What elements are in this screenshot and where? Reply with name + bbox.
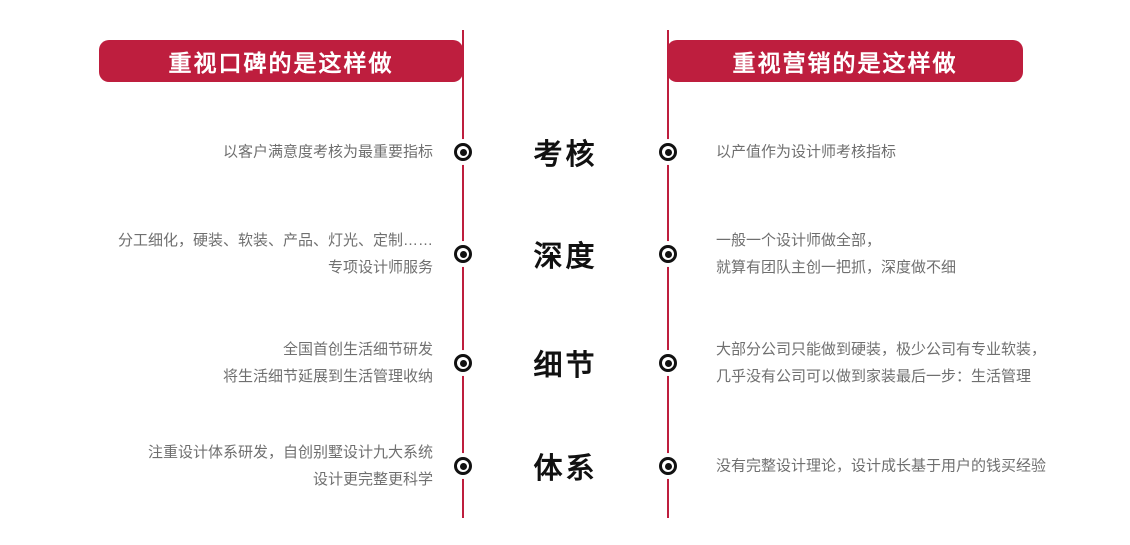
bullseye-dot-icon bbox=[664, 462, 672, 470]
bullseye-dot-icon bbox=[664, 359, 672, 367]
row-label: 深度 bbox=[533, 241, 598, 273]
right-note: 没有完整设计理论，设计成长基于用户的钱买经验 bbox=[716, 453, 1116, 480]
left-note-line: 分工细化，硬装、软装、产品、灯光、定制…… bbox=[117, 232, 433, 249]
left-note-line: 专项设计师服务 bbox=[327, 259, 433, 276]
row-label: 考核 bbox=[533, 139, 598, 171]
bullseye-icon bbox=[454, 143, 472, 161]
bullseye-dot-icon bbox=[459, 148, 467, 156]
row-label: 细节 bbox=[533, 350, 598, 382]
right-column-header: 重视营销的是这样做 bbox=[667, 40, 1023, 82]
right-note-line: 几乎没有公司可以做到家装最后一步：生活管理 bbox=[716, 368, 1032, 385]
bullseye-dot-icon bbox=[664, 148, 672, 156]
left-note-line: 将生活细节延展到生活管理收纳 bbox=[222, 368, 433, 385]
right-note: 一般一个设计师做全部， 就算有团队主创一把抓，深度做不细 bbox=[716, 227, 1116, 281]
bullseye-dot-icon bbox=[664, 250, 672, 258]
bullseye-icon bbox=[659, 354, 677, 372]
left-note-line: 以客户满意度考核为最重要指标 bbox=[222, 143, 433, 161]
bullseye-dot-icon bbox=[459, 359, 467, 367]
left-note: 全国首创生活细节研发 将生活细节延展到生活管理收纳 bbox=[0, 336, 433, 390]
right-note-line: 以产值作为设计师考核指标 bbox=[716, 143, 897, 161]
left-note: 分工细化，硬装、软装、产品、灯光、定制…… 专项设计师服务 bbox=[0, 227, 433, 281]
left-column-header: 重视口碑的是这样做 bbox=[99, 40, 463, 82]
right-note-line: 没有完整设计理论，设计成长基于用户的钱买经验 bbox=[716, 457, 1047, 475]
left-note: 注重设计体系研发，自创别墅设计九大系统 设计更完整更科学 bbox=[0, 439, 433, 493]
timeline-left-line bbox=[462, 30, 464, 518]
right-note-line: 一般一个设计师做全部， bbox=[716, 232, 882, 249]
right-note-line: 就算有团队主创一把抓，深度做不细 bbox=[716, 259, 957, 276]
left-note: 以客户满意度考核为最重要指标 bbox=[0, 139, 433, 166]
comparison-row: 注重设计体系研发，自创别墅设计九大系统 设计更完整更科学 体系 没有完整设计理论… bbox=[0, 426, 1130, 506]
comparison-row: 全国首创生活细节研发 将生活细节延展到生活管理收纳 细节 大部分公司只能做到硬装… bbox=[0, 323, 1130, 403]
bullseye-icon bbox=[454, 354, 472, 372]
comparison-row: 分工细化，硬装、软装、产品、灯光、定制…… 专项设计师服务 深度 一般一个设计师… bbox=[0, 214, 1130, 294]
right-note-line: 大部分公司只能做到硬装，极少公司有专业软装， bbox=[716, 341, 1047, 358]
left-note-line: 设计更完整更科学 bbox=[312, 471, 433, 488]
bullseye-dot-icon bbox=[459, 462, 467, 470]
bullseye-dot-icon bbox=[459, 250, 467, 258]
left-note-line: 全国首创生活细节研发 bbox=[282, 341, 433, 358]
bullseye-icon bbox=[454, 457, 472, 475]
bullseye-icon bbox=[659, 457, 677, 475]
bullseye-icon bbox=[659, 245, 677, 263]
comparison-row: 以客户满意度考核为最重要指标 考核 以产值作为设计师考核指标 bbox=[0, 112, 1130, 192]
left-note-line: 注重设计体系研发，自创别墅设计九大系统 bbox=[147, 444, 433, 461]
right-note: 大部分公司只能做到硬装，极少公司有专业软装， 几乎没有公司可以做到家装最后一步：… bbox=[716, 336, 1116, 390]
bullseye-icon bbox=[659, 143, 677, 161]
row-label: 体系 bbox=[533, 453, 598, 485]
right-note: 以产值作为设计师考核指标 bbox=[716, 139, 1116, 166]
timeline-right-line bbox=[667, 30, 669, 518]
bullseye-icon bbox=[454, 245, 472, 263]
